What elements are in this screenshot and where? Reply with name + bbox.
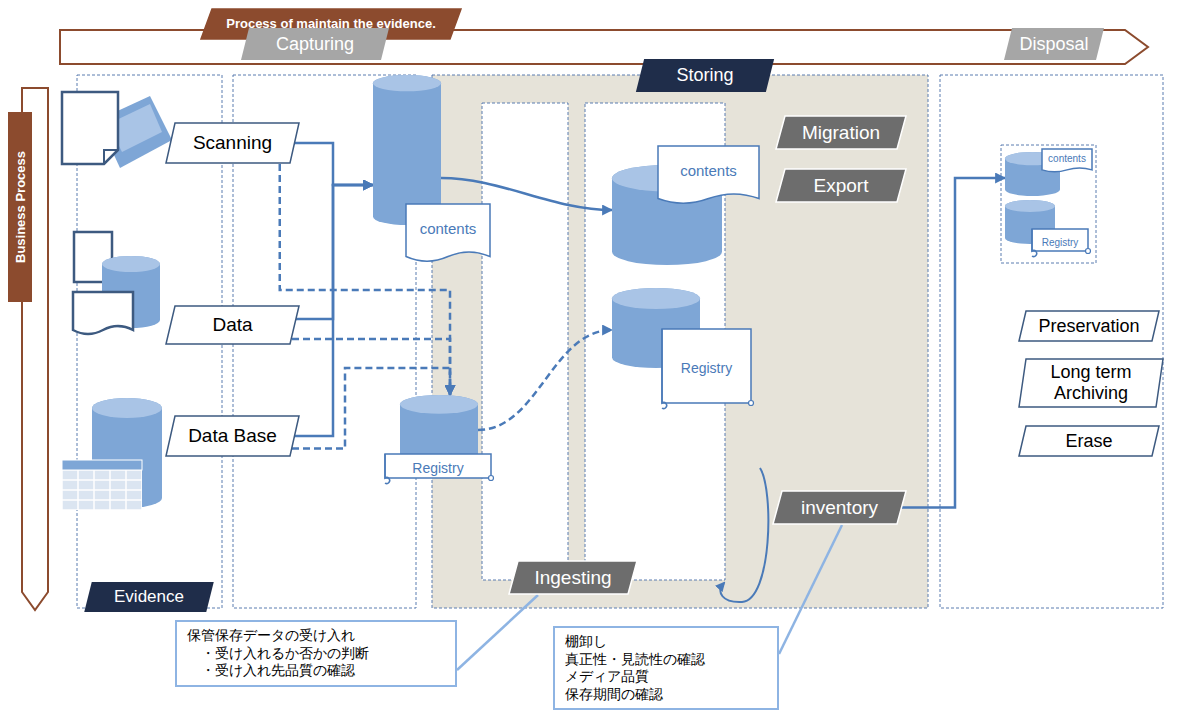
callout-box: 棚卸し真正性・見読性の確認メディア品質保存期間の確認 — [553, 626, 779, 710]
process-box: Ingesting — [508, 560, 638, 595]
node-label: ・受け入れるか否かの判断 — [187, 645, 445, 663]
flow-connector — [478, 330, 612, 430]
database-illustration — [62, 398, 162, 510]
inner-panel — [482, 103, 568, 580]
node-label: contents — [420, 220, 477, 237]
phase-column: DisposalcontentsRegistryPreservationLong… — [940, 75, 1163, 608]
node-label: Business Process — [13, 151, 28, 263]
node-label: Data Base — [188, 425, 277, 447]
process-box: Data — [165, 305, 300, 345]
tab-holder: Storing — [640, 59, 770, 92]
vertical-tab: Business Process — [8, 112, 32, 302]
node-label: 保存期間の確認 — [565, 686, 767, 704]
node-label: Scanning — [193, 132, 272, 154]
node-label: メディア品質 — [565, 668, 767, 686]
flow-connector — [901, 178, 1005, 508]
node-label: Disposal — [1019, 34, 1088, 55]
label-holder: Registry — [1031, 228, 1089, 256]
node-label: Process of maintain the evidence. — [226, 17, 436, 32]
cylinder-shape — [373, 75, 491, 267]
tab-holder: Evidence — [88, 582, 210, 612]
node-label: Registry — [1042, 237, 1079, 248]
storage-cylinder: contents — [1005, 148, 1093, 198]
node-label: 保管保存データの受け入れ — [187, 627, 445, 645]
process-box: Migration — [775, 115, 907, 150]
label-holder: contents — [405, 203, 491, 254]
node-label: ・受け入れ先品質の確認 — [187, 662, 445, 680]
process-box: Data Base — [165, 415, 300, 457]
label-holder: Registry — [661, 328, 752, 408]
flow-connector — [294, 143, 373, 185]
node-label: Preservation — [1038, 316, 1139, 337]
storage-cylinder: contents — [612, 145, 762, 267]
phase-columns — [77, 75, 1163, 608]
node-label: Storing — [676, 65, 733, 86]
label-holder: Registry — [384, 453, 492, 483]
label-holder: contents — [657, 145, 760, 196]
storage-cylinder: contents — [373, 75, 491, 267]
process-box: Scanning — [165, 122, 300, 164]
disposal-group — [1001, 145, 1096, 263]
node-label: Registry — [412, 460, 463, 476]
column-outline — [940, 75, 1163, 608]
node-label: Capturing — [276, 34, 354, 55]
node-label: Ingesting — [534, 567, 611, 589]
node-label: Registry — [681, 360, 732, 376]
node-label: Data — [212, 314, 252, 336]
process-box: Long term Archiving — [1018, 358, 1164, 408]
node-label: Erase — [1065, 431, 1112, 452]
process-box: inventory — [772, 490, 907, 525]
scanner-illustration — [62, 92, 172, 168]
storage-cylinder: Registry — [380, 395, 494, 485]
flow-connector — [294, 185, 373, 436]
flow-connector — [292, 339, 450, 395]
phase-column: StoringcontentsRegistryMigrationExportIn… — [432, 75, 928, 608]
cycle-arrow — [721, 468, 769, 602]
storage-cylinder: Registry — [1005, 200, 1093, 258]
tab-holder: Capturing — [245, 28, 385, 60]
label-holder: contents — [1041, 148, 1093, 169]
leader-line — [457, 595, 538, 670]
node-label: Long term Archiving — [1033, 362, 1149, 403]
node-label: Export — [814, 175, 869, 197]
leader-line — [779, 525, 842, 654]
process-box: Export — [775, 168, 907, 203]
node-label: 棚卸し — [565, 633, 767, 651]
process-box: Preservation — [1018, 310, 1160, 342]
data-illustration — [73, 232, 160, 334]
process-box: Erase — [1018, 425, 1160, 457]
node-label: contents — [1048, 153, 1086, 164]
node-label: Migration — [802, 122, 880, 144]
node-label: inventory — [801, 497, 878, 519]
storage-cylinder: Registry — [612, 288, 754, 410]
column-outline — [432, 75, 928, 608]
node-label: Evidence — [114, 587, 184, 607]
cylinder-shape — [1005, 200, 1093, 258]
flow-connector — [295, 185, 373, 319]
cylinder-shape — [612, 288, 754, 410]
callout-box: 保管保存データの受け入れ・受け入れるか否かの判断・受け入れ先品質の確認 — [175, 620, 457, 687]
tab-holder: Disposal — [1008, 28, 1100, 60]
node-label: contents — [680, 162, 737, 179]
node-label: 真正性・見読性の確認 — [565, 651, 767, 669]
